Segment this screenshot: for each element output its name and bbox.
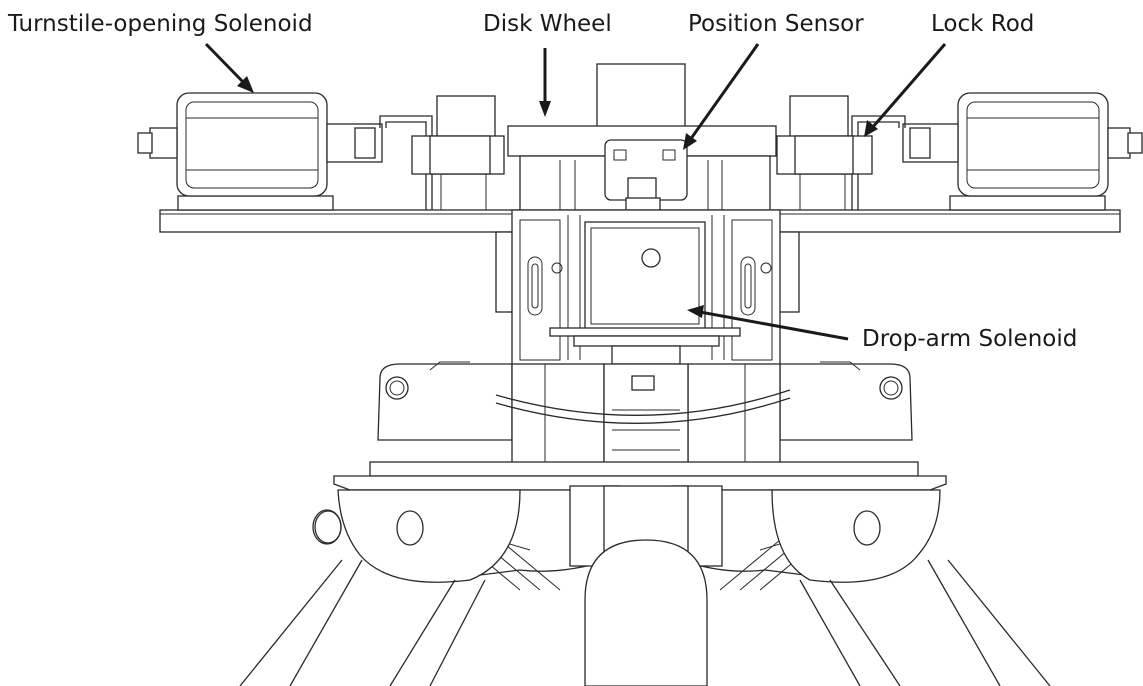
left-solenoid [137,92,433,211]
right-solenoid [851,92,1143,211]
label-disk-wheel: Disk Wheel [483,11,612,37]
label-turnstile-opening-solenoid: Turnstile-opening Solenoid [8,11,313,37]
arrow-drop-arm-solenoid [687,305,849,341]
drop-arm-solenoid [549,221,741,365]
lower-frame [369,361,919,490]
right-hub [771,489,941,583]
left-hub [337,489,521,583]
legs [239,539,1051,686]
label-lock-rod: Lock Rod [931,11,1035,37]
label-drop-arm-solenoid: Drop-arm Solenoid [862,326,1078,352]
arrow-disk-wheel [539,48,551,117]
left-lock-rod [411,95,505,210]
position-sensor [604,139,688,211]
arrow-turnstile-solenoid [204,42,254,93]
right-lock-rod [776,95,873,210]
arrow-position-sensor [683,43,760,150]
arrow-lock-rod [864,43,947,137]
label-position-sensor: Position Sensor [688,11,864,37]
